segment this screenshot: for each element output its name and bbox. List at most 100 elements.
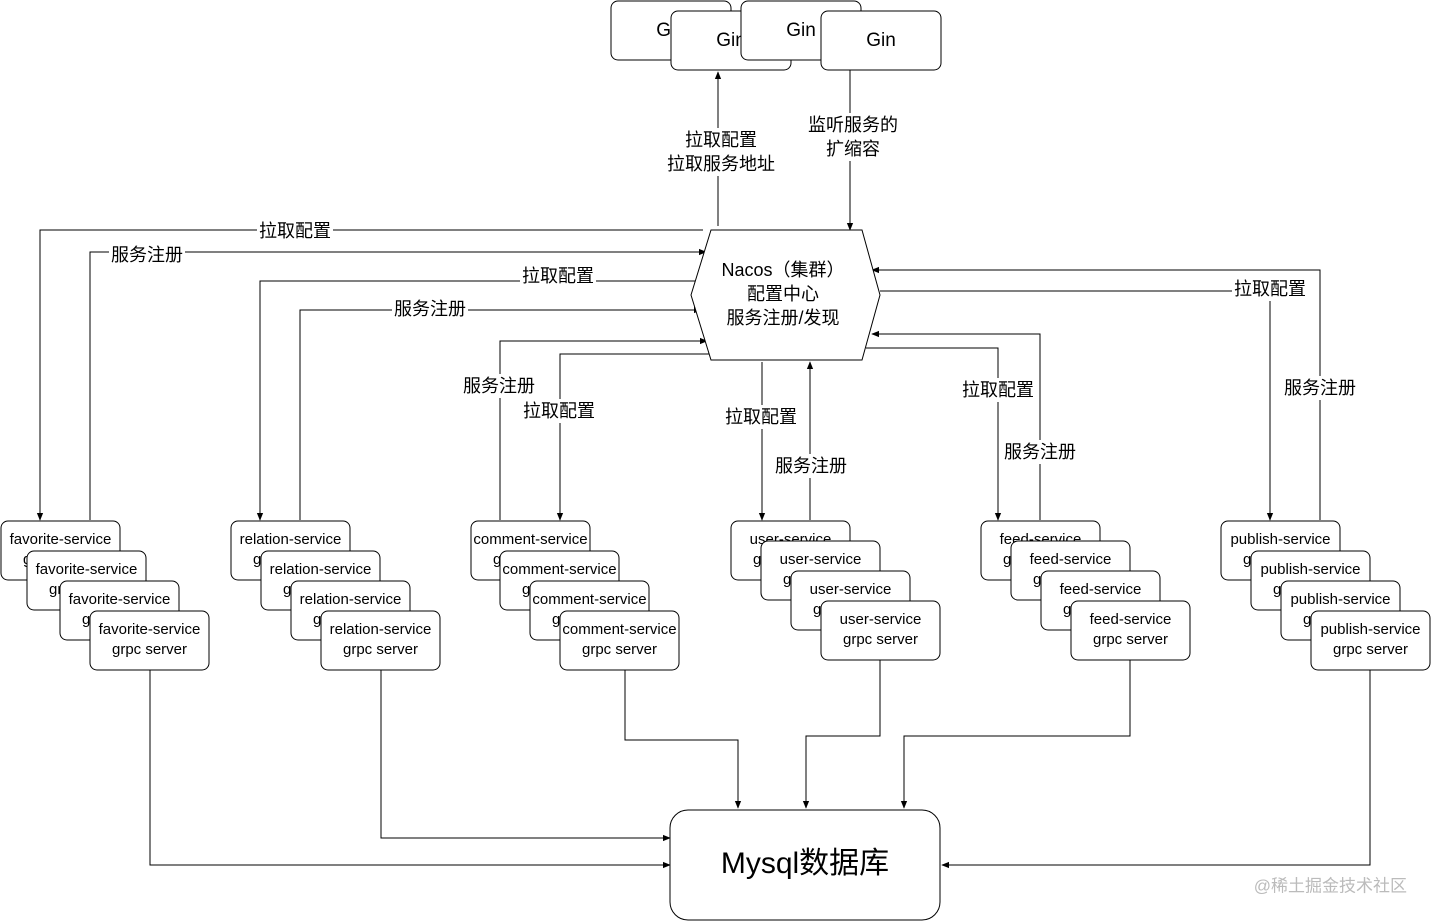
label-gin-pull-address: 拉取服务地址	[665, 152, 777, 176]
publish-service-name: publish-service	[1290, 591, 1390, 608]
label-gin-pull-config: 拉取配置	[683, 128, 759, 152]
label-comment-config-text: 拉取配置	[523, 401, 595, 421]
favorite-service-name: favorite-service	[36, 561, 138, 578]
label-user-config: 拉取配置	[723, 405, 799, 429]
edge-relation-to-mysql	[380, 670, 671, 842]
publish-service-stack: publish-service grpc server publish-servic…	[1220, 520, 1431, 671]
publish-service-name: publish-service	[1320, 621, 1420, 638]
comment-service-sub: grpc server	[582, 641, 657, 658]
edge-favorite-to-mysql	[149, 670, 671, 869]
favorite-service-instance-4: favorite-service grpc server	[89, 610, 210, 671]
label-favorite-register: 服务注册	[109, 243, 185, 267]
relation-service-name: relation-service	[270, 561, 372, 578]
label-gin-watch-1: 监听服务的	[806, 113, 900, 137]
labels-layer: 拉取配置拉取服务地址监听服务的扩缩容拉取配置服务注册拉取配置服务注册服务注册拉取…	[109, 113, 1407, 895]
edge-nacos-to-feed-config	[866, 347, 1002, 521]
publish-service-name: publish-service	[1230, 531, 1330, 548]
relation-service-sub: grpc server	[343, 641, 418, 658]
comment-service-name: comment-service	[473, 531, 587, 548]
label-feed-register-text: 服务注册	[1004, 442, 1076, 462]
nacos-label-1: Nacos（集群）	[721, 260, 844, 280]
edge-feed-register	[871, 330, 1041, 520]
label-relation-register: 服务注册	[392, 297, 468, 321]
label-publish-register: 服务注册	[1282, 376, 1358, 400]
comment-service-name: comment-service	[502, 561, 616, 578]
feed-service-name: feed-service	[1060, 581, 1142, 598]
favorite-service-name: favorite-service	[10, 531, 112, 548]
edge-nacos-to-favorite-config	[36, 229, 703, 521]
label-gin-watch-2-text: 扩缩容	[826, 139, 880, 159]
feed-service-name: feed-service	[1030, 551, 1112, 568]
label-favorite-register-text: 服务注册	[111, 245, 183, 265]
label-gin-watch-1-text: 监听服务的	[808, 115, 898, 135]
label-comment-config: 拉取配置	[521, 399, 597, 423]
label-comment-register-text: 服务注册	[463, 376, 535, 396]
label-feed-config: 拉取配置	[960, 378, 1036, 402]
edge-comment-to-mysql	[624, 660, 742, 809]
watermark-text: @稀土掘金技术社区	[1254, 876, 1407, 895]
label-user-register-text: 服务注册	[775, 456, 847, 476]
edge-feed-to-mysql	[900, 660, 1131, 809]
favorite-service-sub: grpc server	[112, 641, 187, 658]
comment-service-name: comment-service	[532, 591, 646, 608]
user-service-name: user-service	[840, 611, 922, 628]
edge-nacos-to-relation-config	[256, 280, 698, 521]
label-comment-register: 服务注册	[461, 374, 537, 398]
mysql-label: Mysql数据库	[721, 847, 889, 880]
label-gin-pull-config-text: 拉取配置	[685, 130, 757, 150]
label-relation-register-text: 服务注册	[394, 299, 466, 319]
gin-label: Gin	[716, 30, 746, 51]
label-relation-config: 拉取配置	[520, 264, 596, 288]
label-relation-config-text: 拉取配置	[522, 266, 594, 286]
edge-nacos-to-publish-config	[880, 290, 1274, 521]
label-publish-config-text: 拉取配置	[1234, 279, 1306, 299]
user-service-name: user-service	[780, 551, 862, 568]
label-gin-pull-address-text: 拉取服务地址	[667, 154, 775, 174]
user-service-name: user-service	[810, 581, 892, 598]
mysql-node: Mysql数据库	[669, 809, 941, 921]
label-feed-register: 服务注册	[1002, 440, 1078, 464]
relation-service-name: relation-service	[240, 531, 342, 548]
edge-publish-register	[871, 266, 1321, 520]
nacos-label-3: 服务注册/发现	[726, 308, 839, 328]
edge-user-to-mysql	[802, 660, 881, 809]
favorite-service-name: favorite-service	[69, 591, 171, 608]
label-favorite-config-text: 拉取配置	[259, 221, 331, 241]
label-publish-config: 拉取配置	[1232, 277, 1308, 301]
user-service-instance-4: user-service grpc server	[820, 600, 941, 661]
label-gin-watch-2: 扩缩容	[824, 137, 882, 161]
feed-service-sub: grpc server	[1093, 631, 1168, 648]
gin-node-4: Gin	[820, 10, 942, 71]
nacos-label-2: 配置中心	[747, 284, 819, 304]
edge-favorite-register	[89, 248, 707, 520]
gin-label: Gin	[866, 30, 896, 51]
edge-comment-register	[499, 337, 708, 520]
relation-service-name: relation-service	[300, 591, 402, 608]
edge-nacos-to-comment-config	[556, 353, 709, 521]
edges-layer	[36, 70, 1371, 869]
label-user-config-text: 拉取配置	[725, 407, 797, 427]
publish-service-sub: grpc server	[1333, 641, 1408, 658]
edge-relation-register	[299, 306, 702, 520]
label-publish-register-text: 服务注册	[1284, 378, 1356, 398]
publish-service-name: publish-service	[1260, 561, 1360, 578]
comment-service-name: comment-service	[562, 621, 676, 638]
favorite-service-name: favorite-service	[99, 621, 201, 638]
user-service-sub: grpc server	[843, 631, 918, 648]
comment-service-instance-4: comment-service grpc server	[559, 610, 680, 671]
label-user-register: 服务注册	[773, 454, 849, 478]
edge-publish-to-mysql	[941, 670, 1371, 869]
gin-label: Gin	[786, 20, 816, 41]
label-favorite-config: 拉取配置	[257, 219, 333, 243]
